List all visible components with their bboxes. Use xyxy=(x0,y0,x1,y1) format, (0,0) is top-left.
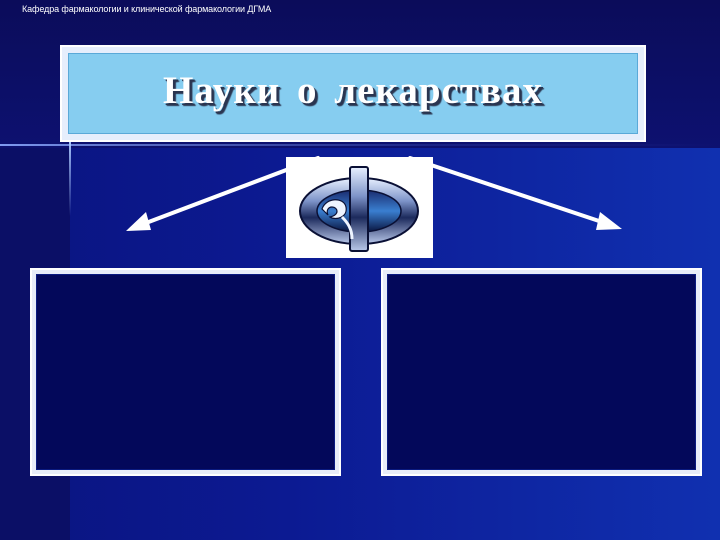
left-panel-inner xyxy=(36,274,335,470)
logo-box xyxy=(286,157,433,258)
pharmacy-logo-icon xyxy=(299,166,419,252)
title-box: Науки о лекарствах xyxy=(60,45,646,142)
right-panel-inner xyxy=(387,274,696,470)
title-inner-panel: Науки о лекарствах xyxy=(68,53,638,134)
left-content-panel xyxy=(30,268,341,476)
decorative-vertical-line xyxy=(69,140,71,216)
department-header: Кафедра фармакологии и клинической фарма… xyxy=(22,4,272,14)
decorative-horizontal-line xyxy=(0,144,720,146)
slide-title: Науки о лекарствах xyxy=(162,69,544,112)
right-content-panel xyxy=(381,268,702,476)
